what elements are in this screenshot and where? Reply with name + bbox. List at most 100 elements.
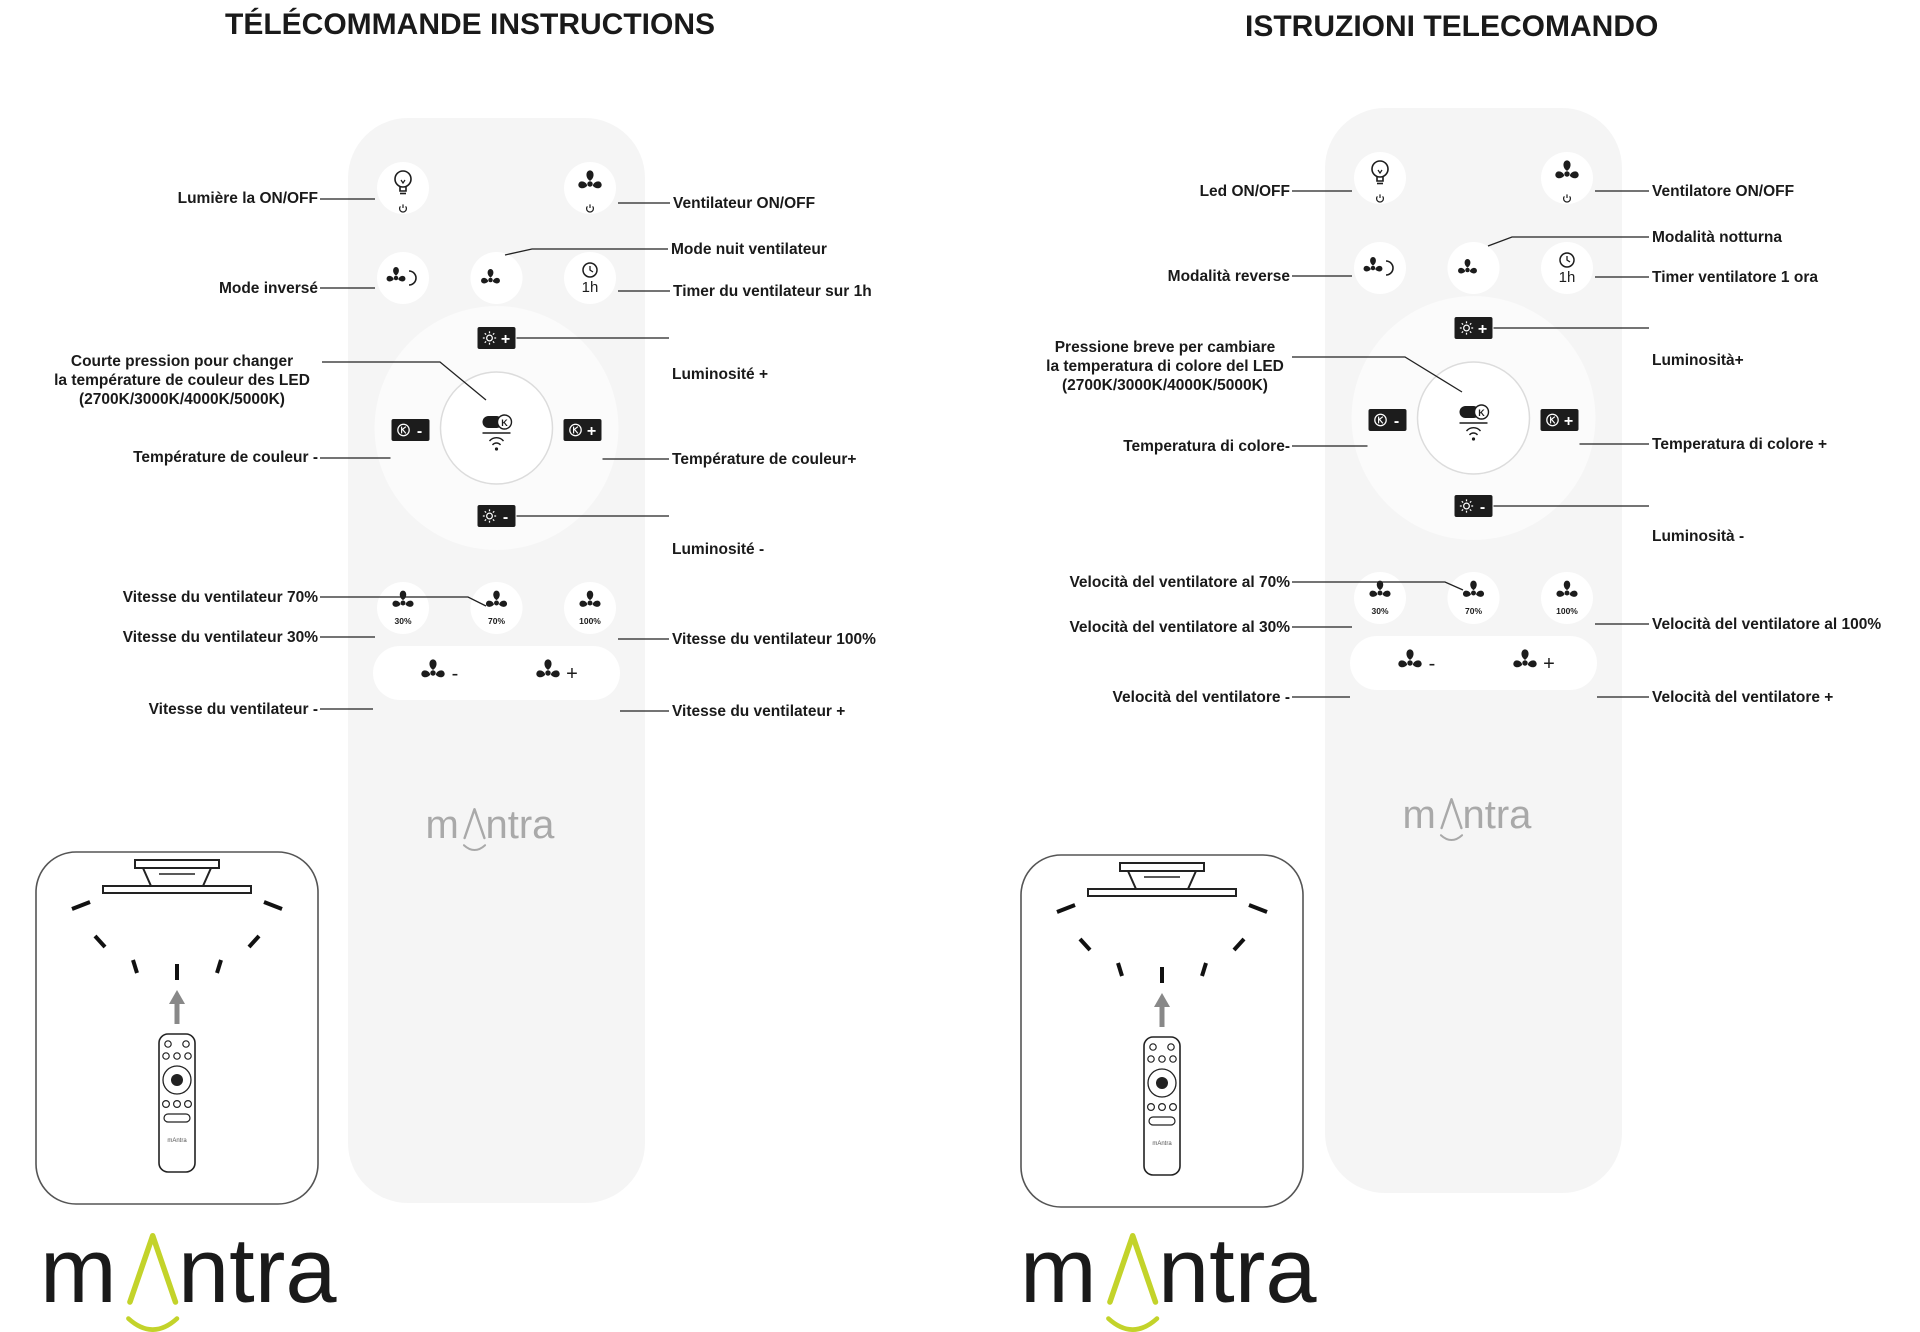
fr-brand-logo-m: m	[40, 1220, 117, 1322]
it-remote-logo-ntra: ntra	[1463, 793, 1533, 837]
it-label-color-temp-plus: Temperatura di colore +	[1652, 436, 1828, 453]
fr-fixture-top	[134, 859, 220, 869]
fr-toggle-knob	[496, 414, 513, 430]
it-timer-button	[1541, 242, 1593, 294]
it-mini-btn-4	[1169, 1055, 1177, 1063]
it-timer-text: 1h	[1559, 269, 1576, 286]
fr-arrow-head	[169, 990, 185, 1004]
it-color-temp-minus-key-sign: -	[1394, 413, 1399, 430]
it-label-speed-70: Velocità del ventilatore al 70%	[1069, 574, 1290, 591]
it-remote-logo-m: m	[1403, 793, 1436, 837]
fr-speed-70-text: 70%	[488, 616, 505, 626]
fr-mini-btn-2	[162, 1052, 170, 1060]
it-mini-speed-1	[1157, 1102, 1166, 1111]
it-brightness-minus-key-sign: -	[1480, 499, 1485, 516]
fr-remote-logo-m: m	[426, 803, 459, 847]
it-mini-dial	[1147, 1068, 1177, 1098]
it-mini-center	[1156, 1077, 1168, 1089]
it-speed-70-button	[1447, 572, 1500, 624]
fr-leader-speed-70	[320, 596, 487, 607]
it-label-speed-100: Velocità del ventilatore al 100%	[1652, 616, 1882, 633]
fr-speed-pill	[373, 646, 620, 700]
fr-light-ray-0	[71, 900, 91, 911]
it-leader-night	[1487, 236, 1649, 247]
it-brand-logo-ntra: ntra	[1158, 1220, 1317, 1322]
it-mini-btn-1	[1167, 1043, 1175, 1051]
heading-french: TÉLÉCOMMANDE INSTRUCTIONS	[225, 8, 715, 41]
fr-label-color-temp-plus: Température de couleur+	[672, 451, 857, 468]
fr-mini-center	[171, 1074, 183, 1086]
fr-k-letter: K	[501, 418, 508, 428]
fr-remote-logo-caret	[463, 808, 486, 840]
fr-light-ray-5	[215, 959, 223, 974]
fr-speed-70-button	[470, 582, 523, 634]
it-fixture-panel	[1087, 888, 1237, 897]
it-color-temp-plus-key-sign: +	[1564, 413, 1573, 430]
fr-label-fan-onoff: Ventilateur ON/OFF	[673, 195, 816, 212]
it-speed-100-text: 100%	[1556, 606, 1578, 616]
fr-light-ray-1	[263, 900, 283, 911]
it-clock-hands	[1566, 256, 1571, 263]
fr-light-onoff-button	[377, 162, 429, 214]
it-inset-frame	[1020, 854, 1304, 1208]
it-label-reverse: Modalità reverse	[1167, 268, 1290, 285]
it-arrow-head	[1154, 993, 1170, 1007]
it-light-ray-4	[1116, 962, 1124, 977]
fr-inset: mAntra	[35, 851, 319, 1205]
fr-label-night-mode: Mode nuit ventilateur	[671, 241, 827, 258]
fr-leader-short-press	[322, 361, 487, 401]
fr-label-reverse: Mode inversé	[218, 280, 318, 297]
it-label-speed-minus: Velocità del ventilatore -	[1112, 689, 1290, 706]
fr-light-ray-2	[93, 934, 107, 949]
fr-speed-100-text: 100%	[579, 616, 601, 626]
fr-remote-logo-ntra: ntra	[486, 803, 556, 847]
it-light-onoff-button	[1354, 152, 1406, 204]
fr-light-ray-4	[131, 959, 139, 974]
fr-mini-dial	[162, 1065, 192, 1095]
it-speed-30-button	[1354, 572, 1406, 624]
fr-label-speed-minus: Vitesse du ventilateur -	[148, 701, 318, 718]
it-label-brightness-plus: Luminosità+	[1652, 352, 1744, 369]
it-wifi-dot	[1471, 437, 1476, 441]
fr-brand-logo-ntra: ntra	[178, 1220, 337, 1322]
it-remote-logo-caret	[1440, 798, 1463, 830]
it-brand-logo-smile	[1106, 1316, 1160, 1332]
it-mini-btn-0	[1149, 1043, 1157, 1051]
it-mini-remote	[1143, 1036, 1181, 1176]
fr-wifi-dot	[494, 447, 499, 451]
it-light-ray-0	[1056, 903, 1076, 914]
fr-label-light-onoff: Lumière la ON/OFF	[177, 190, 318, 207]
fr-brand-logo-caret	[127, 1233, 179, 1305]
fr-timer-button	[564, 252, 616, 304]
fr-light-ray-3	[247, 934, 261, 949]
it-speed-100-button	[1541, 572, 1593, 624]
fr-leader-night	[504, 248, 668, 256]
it-mini-btn-2	[1147, 1055, 1155, 1063]
it-leader-speed-70	[1292, 581, 1464, 591]
it-light-ray-1	[1248, 903, 1268, 914]
it-fixture-top	[1119, 862, 1205, 872]
it-speed-plus-sign: +	[1543, 653, 1555, 675]
it-mini-pill	[1148, 1116, 1176, 1126]
fr-speed-30-text: 30%	[394, 616, 411, 626]
it-light-ray-2	[1078, 937, 1092, 952]
it-label-speed-plus: Velocità del ventilatore +	[1652, 689, 1834, 706]
fr-clock-hands	[589, 266, 594, 273]
it-label-color-temp-minus: Temperatura di colore-	[1123, 438, 1290, 455]
it-clock-icon	[1559, 252, 1575, 268]
it-mini-btn-3	[1158, 1055, 1166, 1063]
fr-brightness-plus-key-sign: +	[501, 331, 510, 348]
fr-label-speed-plus: Vitesse du ventilateur +	[672, 703, 846, 720]
fr-label-speed-30: Vitesse du ventilateur 30%	[122, 629, 318, 646]
it-remote-logo-smile	[1439, 834, 1464, 841]
it-speed-30-text: 30%	[1371, 606, 1388, 616]
fr-mini-logo: mAntra	[167, 1138, 187, 1144]
fr-fan-onoff-button	[564, 162, 616, 214]
fr-wifi-icon	[488, 437, 505, 446]
fr-speed-plus-sign: +	[566, 663, 578, 685]
fr-mini-speed-1	[173, 1099, 182, 1108]
